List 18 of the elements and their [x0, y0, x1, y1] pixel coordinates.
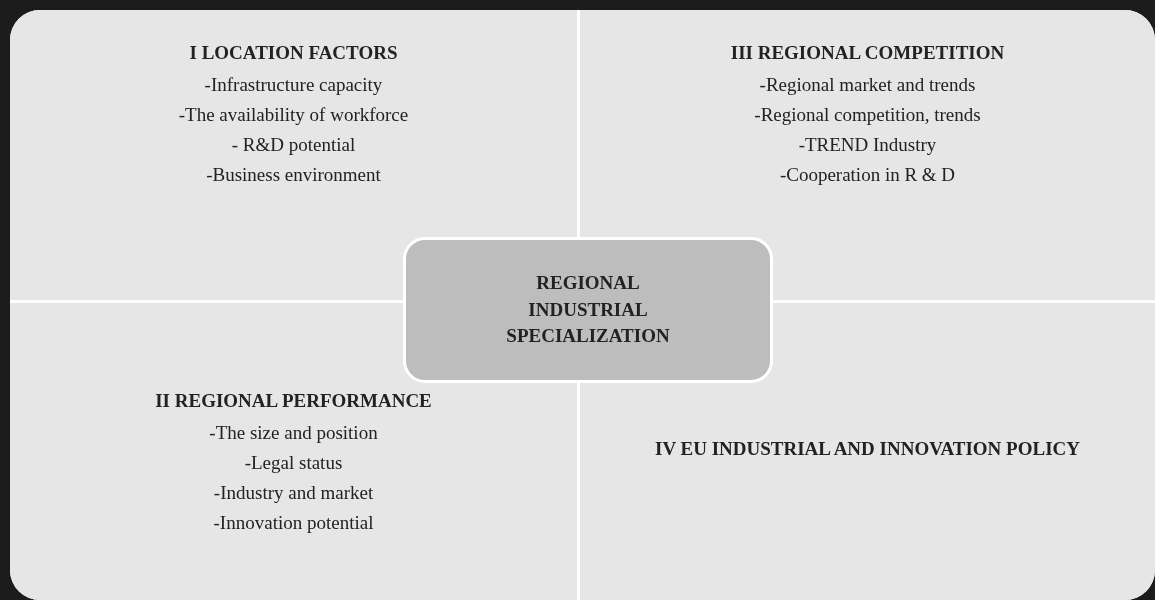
list-item: -The size and position [209, 422, 378, 444]
list-item: -Regional market and trends [759, 74, 976, 96]
list-item: -Cooperation in R & D [779, 164, 956, 186]
panel-heading: I LOCATION FACTORS [189, 42, 398, 64]
panel-heading: IV EU INDUSTRIAL AND INNOVATION POLICY [655, 437, 1080, 460]
list-item: -Legal status [244, 452, 343, 474]
list-item: -Innovation potential [213, 512, 374, 534]
list-item: - R&D potential [231, 134, 356, 156]
list-item: -Industry and market [213, 482, 374, 504]
center-box [403, 237, 773, 383]
panel-heading: III REGIONAL COMPETITION [730, 42, 1005, 64]
center-title: REGIONAL INDUSTRIAL SPECIALIZATION [505, 271, 671, 349]
list-item: -TREND Industry [798, 134, 937, 156]
list-item: -Regional competition, trends [754, 104, 981, 126]
panel-heading: II REGIONAL PERFORMANCE [155, 390, 432, 412]
list-item: -The availability of workforce [178, 104, 409, 126]
list-item: -Infrastructure capacity [204, 74, 383, 96]
list-item: -Business environment [206, 164, 381, 186]
